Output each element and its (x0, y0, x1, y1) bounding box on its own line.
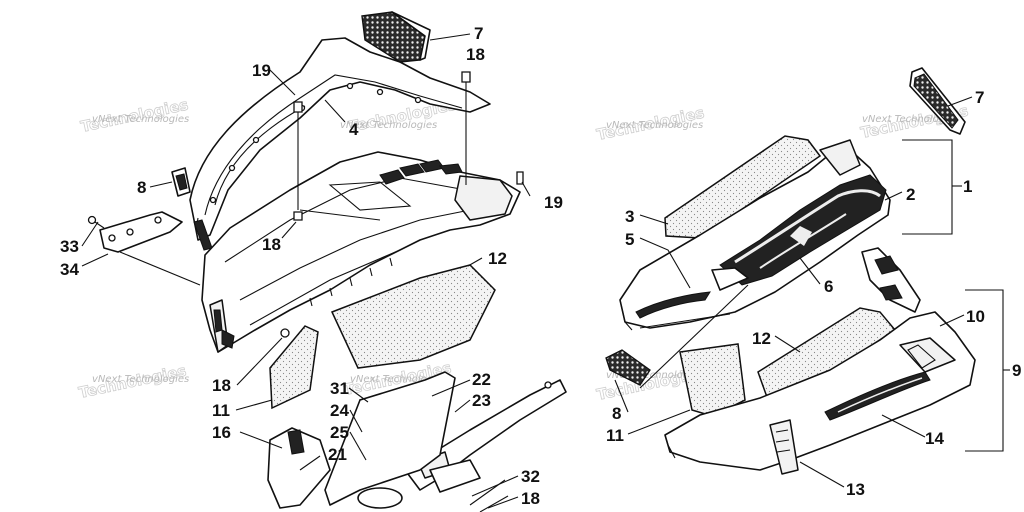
callout-left-18b: 18 (262, 235, 281, 254)
callout-right-8: 8 (612, 404, 621, 423)
right-assembly: 7 1 2 3 5 6 12 10 9 8 11 14 13 (605, 67, 1021, 499)
left-assembly: 7 18 19 4 8 19 33 34 18 12 18 11 16 31 2… (60, 11, 567, 512)
callout-right-11: 11 (606, 426, 624, 445)
callout-left-18a: 18 (466, 45, 485, 64)
callout-left-19b: 19 (544, 193, 563, 212)
top-vent-grille (361, 11, 431, 63)
leaders-left (81, 33, 531, 509)
callout-left-21: 21 (328, 445, 347, 464)
watermark-5: vNext Technologies (606, 120, 703, 131)
callout-right-13: 13 (846, 480, 865, 499)
brackets-right (902, 139, 1010, 452)
callout-left-25: 25 (330, 423, 349, 442)
callout-right-14: 14 (925, 429, 944, 448)
left-trim-8 (171, 167, 191, 197)
callout-right-2: 2 (906, 185, 915, 204)
bracket-34 (87, 211, 183, 253)
watermark-7: vNext Technologies (606, 370, 703, 381)
callout-left-11: 11 (212, 401, 230, 420)
watermark-3: vNext Technologies (92, 374, 189, 385)
callout-left-16: 16 (212, 423, 231, 442)
callout-left-18d: 18 (521, 489, 540, 508)
right-grille-8 (605, 349, 651, 386)
upper-side-panel (619, 135, 891, 331)
callout-left-34: 34 (60, 260, 79, 279)
callout-right-1: 1 (963, 177, 972, 196)
right-top-vent (909, 67, 966, 135)
upper-bezel (189, 37, 491, 251)
callout-left-7: 7 (474, 24, 483, 43)
callout-left-12: 12 (488, 249, 507, 268)
callout-right-7: 7 (975, 88, 984, 107)
watermark-4: vNext Technologies (350, 374, 447, 385)
callout-left-31: 31 (330, 379, 349, 398)
insulation-panel-12 (330, 264, 496, 369)
small-panel-11 (269, 325, 319, 410)
callout-left-19a: 19 (252, 61, 271, 80)
lower-side-panel (664, 247, 976, 475)
callout-right-12: 12 (752, 329, 771, 348)
callouts-left: 7 18 19 4 8 19 33 34 18 12 18 11 16 31 2… (60, 24, 563, 508)
callout-left-22: 22 (472, 370, 491, 389)
callout-left-32: 32 (521, 467, 540, 486)
callouts-right: 7 1 2 3 5 6 12 10 9 8 11 14 13 (606, 88, 1021, 499)
leaders-right (614, 96, 973, 488)
lower-console (267, 371, 567, 512)
callout-right-6: 6 (824, 277, 833, 296)
watermark-2: vNext Technologies (340, 120, 437, 131)
callout-right-10: 10 (966, 307, 985, 326)
callout-left-24: 24 (330, 401, 349, 420)
callout-left-4: 4 (349, 120, 359, 139)
callout-right-3: 3 (625, 207, 634, 226)
callout-right-9: 9 (1012, 361, 1021, 380)
watermark-6: vNext Technologies (862, 114, 959, 125)
watermark-1: vNext Technologies (92, 114, 189, 125)
callout-left-33: 33 (60, 237, 79, 256)
callout-left-23: 23 (472, 391, 491, 410)
callout-left-8: 8 (137, 178, 146, 197)
hardware-left (280, 71, 524, 338)
callout-right-5: 5 (625, 230, 634, 249)
callout-left-18c: 18 (212, 376, 231, 395)
lower-bezel (201, 151, 521, 353)
